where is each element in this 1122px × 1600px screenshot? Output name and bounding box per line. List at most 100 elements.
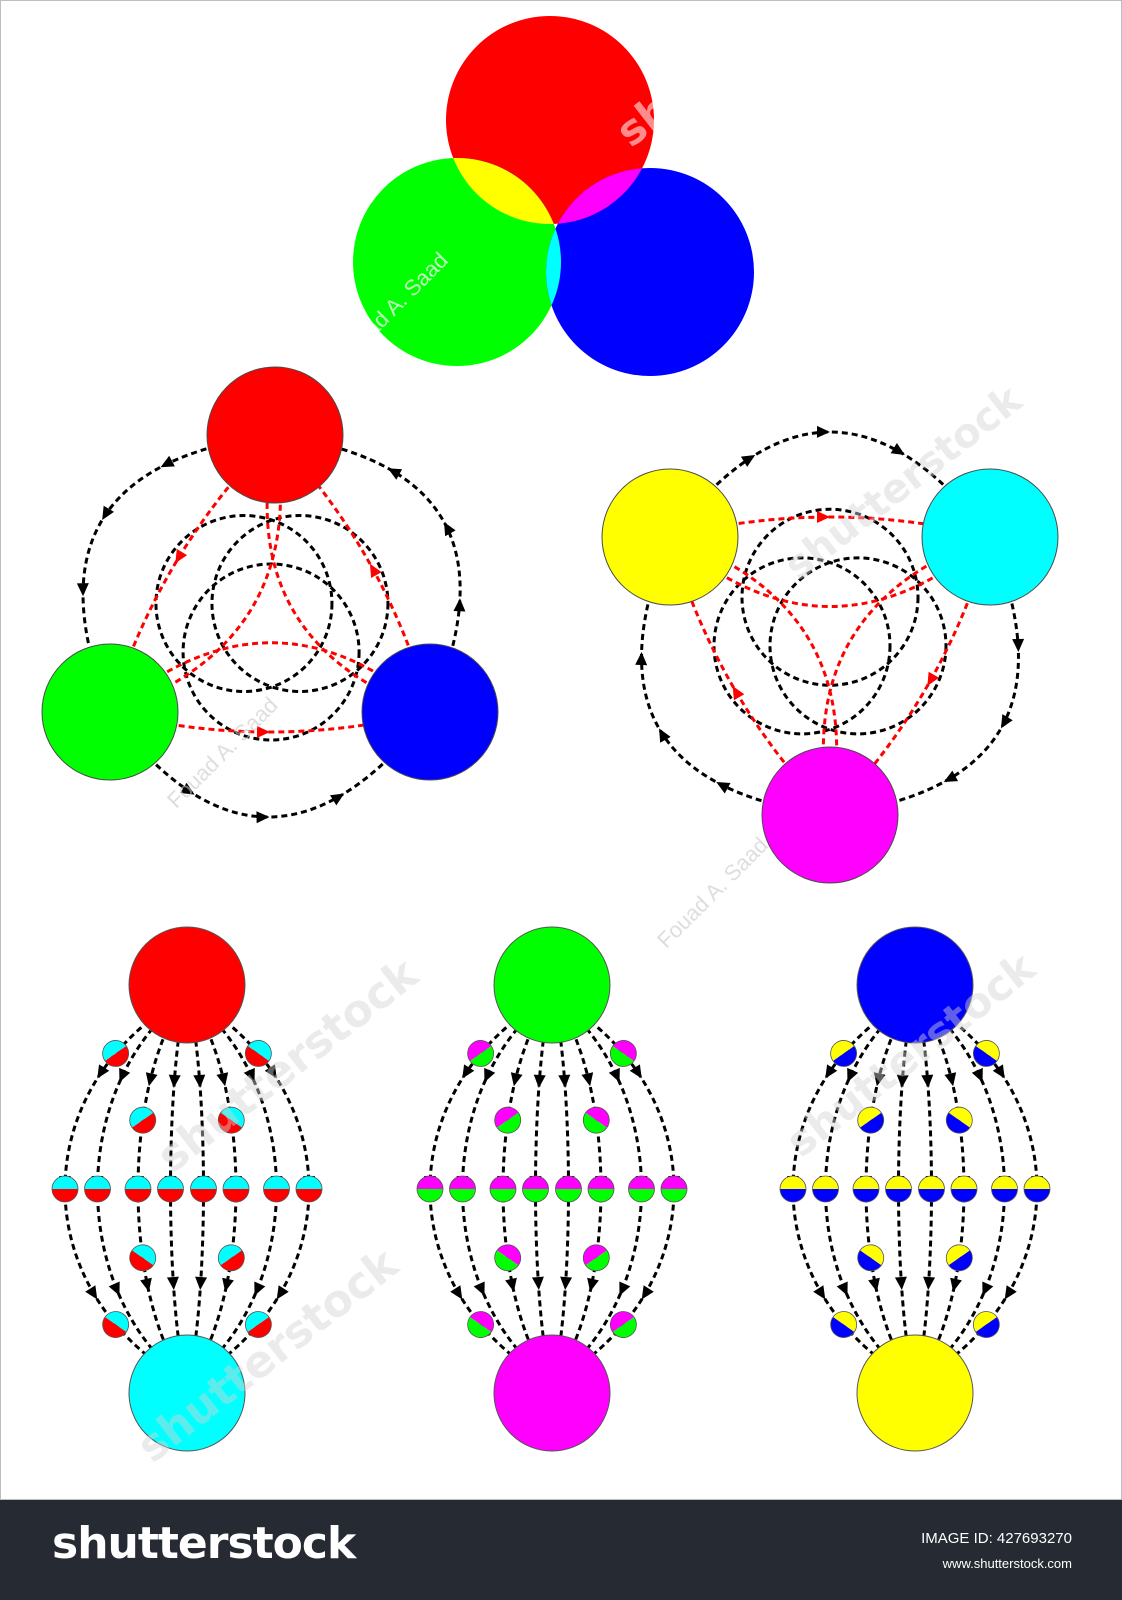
arrowhead-icon [256,726,270,739]
arrowhead-icon [145,1072,158,1087]
inner-link-circle [740,507,920,687]
diagram-shape [129,1244,157,1272]
diagram-shape [857,1244,885,1272]
diagram-shape [812,1189,839,1202]
mixed-color-bead [609,1311,637,1338]
arrowhead-icon [868,1277,880,1292]
diagram-shape [918,1189,945,1202]
mixed-color-bead [217,1106,245,1134]
diagram-shape [610,1046,635,1067]
mixed-color-bead [222,1175,250,1203]
diagram-shape [129,1106,157,1134]
arrowhead-icon [453,598,466,612]
arrowhead-icon [921,1074,934,1088]
arrowhead-icon [484,1067,496,1083]
arrowhead-icon [387,468,403,480]
node-blue [361,643,499,781]
arrowhead-icon [216,1072,229,1087]
arrowhead-icon [276,1285,289,1300]
diagram-shape [780,1189,806,1202]
mixed-color-bead [244,1311,272,1338]
diagram-shape [469,1311,494,1332]
diagram-shape [218,1112,242,1134]
node-blue [856,926,974,1044]
diagram-shape [223,1189,249,1202]
mixed-color-bead [945,1106,973,1134]
diagram-shape [295,1175,323,1203]
arrowhead-icon [505,1277,517,1292]
diagram-shape [975,1317,1000,1338]
diagram-shape [247,1317,272,1338]
diagram-shape [972,1040,1000,1067]
arrowhead-icon [587,1277,599,1292]
mixed-color-bead [991,1175,1018,1203]
diagram-shape [52,1189,78,1202]
mixed-color-bead [522,1175,549,1203]
diagram-shape [220,1250,245,1271]
diagram-shape [918,1176,945,1189]
gradient-red-to-cyan [51,926,323,1452]
diagram-shape [489,1175,517,1203]
mixed-color-bead [84,1175,111,1203]
arrowhead-icon [180,782,195,795]
arrowhead-icon [732,685,745,701]
diagram-shape [190,1175,217,1203]
diagram-shape [991,1175,1018,1203]
triangle-subtractive-primaries [601,425,1059,884]
arrowhead-icon [473,1281,485,1296]
diagram-shape [416,1175,444,1203]
arrowhead-icon [444,522,456,537]
arrowhead-icon [256,811,270,824]
mixed-color-bead [1023,1175,1051,1203]
diagram-shape [494,1106,522,1134]
footer-brand-logo[interactable]: shutterstock [52,1518,356,1569]
arrowhead-icon [629,1064,642,1079]
mixed-color-bead [885,1175,912,1203]
arrowhead-icon [943,770,959,783]
footer-image-id: IMAGE ID: 427693270 [921,1530,1072,1547]
mixed-color-bead [449,1175,476,1203]
diagram-shape [84,1176,111,1190]
diagram-shape [857,1107,882,1128]
arrowhead-icon [558,1074,571,1088]
arrowhead-icon [992,1064,1005,1079]
footer-url[interactable]: www.shutterstock.com [942,1556,1072,1571]
diagram-shape [102,1040,130,1067]
diagram-shape [125,1176,151,1189]
diagram-shape [885,1189,912,1202]
arrowhead-icon [510,1072,523,1087]
diagram-shape [132,1244,156,1266]
arrowhead-icon [619,1281,631,1296]
diagram-shape [467,1040,492,1061]
diagram-shape [449,1175,476,1203]
diagram-shape [951,1189,977,1202]
diagram-shape [950,1175,978,1203]
arrowhead-icon [641,1285,654,1300]
diagram-shape [132,1112,156,1134]
triangle-diagrams [41,366,1059,884]
diagram-shape [217,1106,245,1134]
diagram-shape [102,1311,130,1338]
arrowhead-icon [1004,1285,1017,1300]
node-red [128,926,246,1044]
mixed-color-bead [494,1244,522,1272]
arrowhead-icon [659,728,671,743]
diagram-shape [853,1176,879,1189]
arrowhead-icon [462,1064,475,1079]
gradient-diagrams [51,926,1051,1452]
arrowhead-icon [450,1285,463,1300]
diagram-shape [263,1189,290,1203]
arrowhead-icon [740,454,756,467]
diagram-shape [582,1244,610,1272]
inner-link-circle [712,556,892,736]
diagram-shape [610,1311,635,1332]
node-green [41,643,179,781]
node-magenta [761,746,899,884]
diagram-shape [417,1176,443,1189]
diagram-shape [588,1176,614,1189]
diagram-shape [555,1175,582,1203]
arrowhead-icon [816,510,830,523]
diagram-shape [467,1311,495,1338]
arrowhead-icon [168,1074,181,1088]
arrowhead-icon [890,443,905,455]
